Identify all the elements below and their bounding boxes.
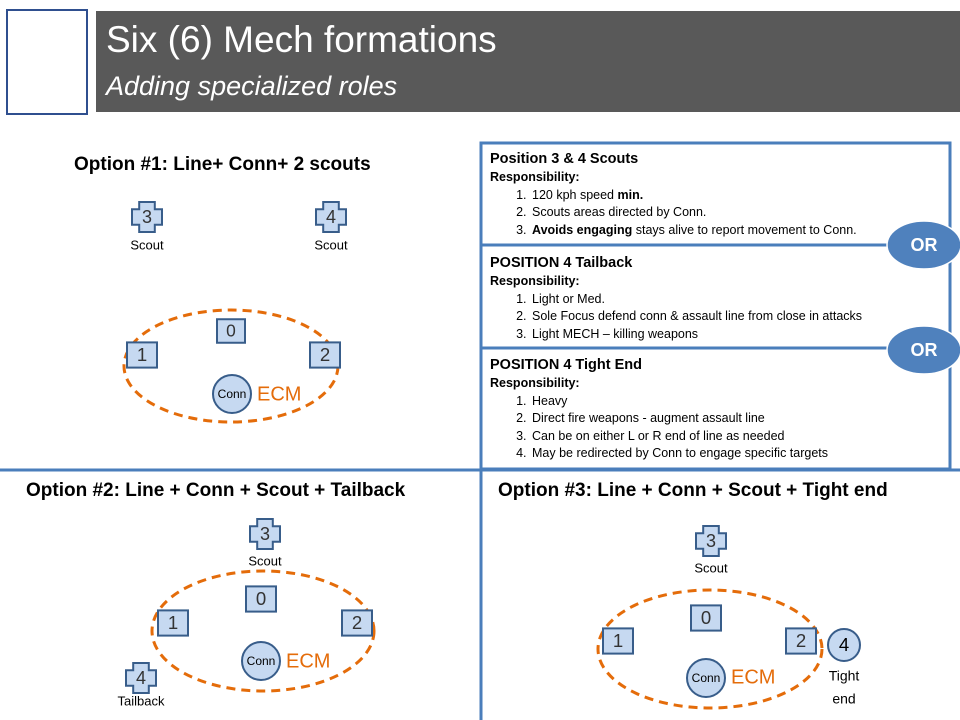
- opt3-mech-4-caption-line1: Tight: [829, 668, 860, 684]
- or-badge-1: [886, 220, 960, 270]
- opt2-conn-label: Conn: [247, 654, 276, 668]
- opt3-conn-circle-icon: [686, 658, 726, 698]
- title-bar: [96, 11, 960, 112]
- responsibility-label: Responsibility:: [490, 274, 580, 288]
- position-title: POSITION 4 Tight End: [490, 357, 642, 373]
- opt1-mech-0-square-icon: [216, 318, 246, 344]
- opt3-mech-1-square-icon: [602, 627, 634, 655]
- opt2-mech-0-number: 0: [256, 588, 266, 609]
- opt1-mech-1-square-icon: [126, 341, 158, 369]
- responsibility-label: Responsibility:: [490, 376, 580, 390]
- responsibility-item: Light MECH – killing weapons: [530, 326, 940, 344]
- opt2-conn-circle-icon: [241, 641, 281, 681]
- opt2-mech-1-number: 1: [168, 612, 178, 633]
- option2-heading: Option #2: Line + Conn + Scout + Tailbac…: [26, 480, 406, 501]
- page-title: Six (6) Mech formations: [106, 19, 497, 60]
- opt1-mech-1-number: 1: [137, 344, 147, 365]
- responsibility-item: Direct fire weapons - augment assault li…: [530, 410, 940, 428]
- opt1-mech-4-caption: Scout: [314, 237, 348, 252]
- responsibility-item: 120 kph speed min.: [530, 187, 940, 205]
- opt2-mech-4-caption: Tailback: [118, 693, 165, 708]
- opt2-mech-3-cross-icon: [249, 518, 281, 550]
- responsibility-item: Heavy: [530, 393, 940, 411]
- position-box-scouts: Position 3 & 4 Scouts Responsibility: 12…: [490, 149, 940, 239]
- opt1-mech-4-cross-icon: [315, 201, 347, 233]
- opt2-mech-3-caption: Scout: [248, 553, 282, 568]
- opt2-ellipse: [150, 569, 376, 693]
- opt3-ellipse: [596, 588, 824, 710]
- opt1-ecm: ECM: [257, 383, 301, 405]
- responsibility-item: May be redirected by Conn to engage spec…: [530, 445, 940, 463]
- or-label-2: OR: [911, 340, 938, 360]
- opt2-ecm: ECM: [286, 650, 330, 672]
- opt3-mech-4-circle-icon: [827, 628, 861, 662]
- opt1-conn-label: Conn: [218, 387, 247, 401]
- opt3-mech-3-cross-icon: [695, 525, 727, 557]
- opt1-mech-2-number: 2: [320, 344, 330, 365]
- opt3-mech-3-caption: Scout: [694, 560, 728, 575]
- or-badge-2: [886, 325, 960, 375]
- responsibility-item: Sole Focus defend conn & assault line fr…: [530, 308, 940, 326]
- responsibility-label: Responsibility:: [490, 170, 580, 184]
- responsibility-item: Light or Med.: [530, 291, 940, 309]
- position-title: Position 3 & 4 Scouts: [490, 151, 639, 167]
- position-title: POSITION 4 Tailback: [490, 255, 633, 271]
- responsibility-item: Scouts areas directed by Conn.: [530, 204, 940, 222]
- opt1-conn-circle-icon: [212, 374, 252, 414]
- opt2-mech-0-square-icon: [245, 585, 277, 613]
- opt3-mech-1-number: 1: [613, 630, 623, 651]
- opt2-mech-4-number: 4: [136, 668, 146, 688]
- option1-heading: Option #1: Line+ Conn+ 2 scouts: [74, 154, 371, 175]
- opt3-ecm: ECM: [731, 666, 775, 688]
- option3-heading: Option #3: Line + Conn + Scout + Tight e…: [498, 480, 888, 501]
- opt3-mech-3-number: 3: [706, 531, 716, 551]
- opt2-mech-4-cross-icon: [125, 662, 157, 694]
- responsibility-item: Avoids engaging stays alive to report mo…: [530, 222, 940, 240]
- opt1-mech-3-caption: Scout: [130, 237, 164, 252]
- position-box-tight-end: POSITION 4 Tight End Responsibility: Hea…: [490, 355, 940, 463]
- opt1-mech-4-number: 4: [326, 207, 336, 227]
- legend-box: [6, 9, 88, 115]
- responsibility-item: Can be on either L or R end of line as n…: [530, 428, 940, 446]
- opt1-mech-2-square-icon: [309, 341, 341, 369]
- or-label-1: OR: [911, 235, 938, 255]
- opt3-mech-4-label: 4: [839, 634, 849, 655]
- opt3-mech-2-number: 2: [796, 630, 806, 651]
- opt2-mech-2-number: 2: [352, 612, 362, 633]
- opt3-mech-0-square-icon: [690, 604, 722, 632]
- opt2-mech-3-number: 3: [260, 524, 270, 544]
- opt2-mech-1-square-icon: [157, 609, 189, 637]
- opt2-mech-2-square-icon: [341, 609, 373, 637]
- opt3-conn-label: Conn: [692, 671, 721, 685]
- page-subtitle: Adding specialized roles: [106, 71, 398, 101]
- opt1-mech-0-number: 0: [226, 321, 236, 341]
- positions-outer-box: [479, 141, 952, 471]
- opt3-mech-4-caption-line2: end: [832, 691, 855, 707]
- opt1-mech-3-cross-icon: [131, 201, 163, 233]
- opt3-mech-2-square-icon: [785, 627, 817, 655]
- opt3-mech-0-number: 0: [701, 607, 711, 628]
- opt1-mech-3-number: 3: [142, 207, 152, 227]
- position-box-tailback: POSITION 4 Tailback Responsibility: Ligh…: [490, 253, 940, 343]
